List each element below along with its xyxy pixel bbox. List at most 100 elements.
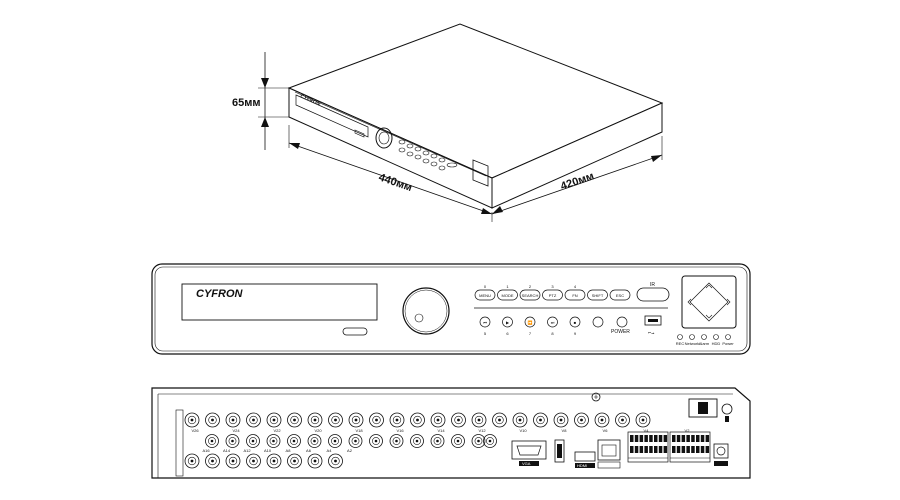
hdmi-port	[574, 451, 596, 462]
round-button	[616, 316, 628, 328]
status-led	[713, 334, 719, 340]
down-arrow-icon	[705, 314, 713, 319]
front-button-number: 1	[506, 284, 509, 289]
power-label: POWER	[611, 329, 630, 335]
bnc-connector	[287, 434, 301, 448]
audio-input-label: A16	[202, 448, 210, 453]
bnc-connector	[389, 434, 404, 448]
status-led	[701, 334, 707, 340]
bnc-connector	[328, 412, 343, 428]
alarm-terminal-blocks	[627, 431, 711, 463]
bnc-connector	[266, 434, 281, 448]
audio-input-label: A6	[306, 448, 312, 453]
playback-button: ⏩7	[524, 316, 536, 336]
video-input-label: V24	[232, 428, 240, 433]
audio-input-label: A10	[264, 448, 272, 453]
front-button-label: MENU	[479, 293, 491, 298]
up-arrow-icon	[705, 284, 713, 289]
status-led-label: Alarm	[699, 341, 710, 346]
bnc-connector	[512, 412, 528, 428]
bnc-connector	[369, 434, 383, 448]
isometric-view: CYFRON	[258, 23, 664, 222]
bnc-connector	[471, 412, 487, 428]
status-led	[677, 334, 683, 340]
bnc-connector	[246, 453, 261, 469]
front-button-label: SHIFT	[592, 293, 604, 298]
status-led-label: REC	[676, 341, 685, 346]
bnc-connector	[594, 412, 610, 428]
video-input-label: V14	[437, 428, 445, 433]
front-button-label: PTZ	[549, 293, 557, 298]
bnc-connector	[205, 453, 220, 469]
bnc-connector	[410, 434, 424, 448]
audio-input-label: A2	[347, 448, 353, 453]
playback-symbol-icon: ▶	[506, 320, 510, 325]
bnc-connector	[307, 412, 323, 428]
playback-button: ⏮5	[479, 316, 491, 336]
bnc-connector	[246, 434, 260, 448]
bnc-connector	[225, 453, 241, 469]
front-button-shift: SHIFT	[587, 289, 608, 301]
playback-symbol-icon: ⏮	[483, 320, 487, 325]
video-input-label: V26	[191, 428, 199, 433]
video-input-label: V4	[644, 428, 650, 433]
bnc-connector	[348, 412, 364, 428]
video-input-label: V2	[685, 428, 691, 433]
bnc-connector	[225, 412, 241, 428]
status-led-label: HDD	[712, 341, 721, 346]
bnc-connector	[553, 412, 569, 428]
playback-number: 7	[529, 331, 532, 336]
power-switch	[688, 398, 718, 418]
bnc-connector	[307, 453, 323, 469]
bnc-audio-row	[205, 434, 497, 448]
audio-input-label: A14	[223, 448, 231, 453]
video-input-label: V20	[314, 428, 322, 433]
front-button-number: 2	[529, 284, 532, 289]
bnc-connector	[184, 412, 200, 428]
playback-symbol-icon: ⏭	[551, 320, 555, 325]
round-button	[592, 316, 604, 328]
bnc-connector	[492, 412, 507, 428]
audio-input-label: A12	[243, 448, 251, 453]
bnc-connector	[328, 453, 343, 469]
left-arrow-icon	[687, 298, 692, 306]
front-usb-port	[644, 315, 662, 326]
bnc-connector	[205, 412, 220, 428]
playback-number: 6	[506, 331, 509, 336]
front-button-fn: FN4	[564, 284, 586, 301]
bnc-connector	[389, 412, 405, 428]
front-button-menu: MENU 0	[474, 284, 496, 301]
front-button-number: 0	[484, 284, 487, 289]
bnc-connector	[533, 412, 548, 428]
front-display-window	[181, 283, 378, 321]
ir-label: IR	[650, 282, 655, 288]
usb-icon: ⭠⭢	[648, 330, 655, 335]
bnc-connector	[451, 434, 465, 448]
ir-window	[636, 287, 670, 302]
bnc-video-row-bottom	[184, 453, 343, 469]
bnc-connector	[307, 434, 322, 448]
bnc-connector	[574, 412, 589, 428]
audio-input-label: A8	[286, 448, 292, 453]
front-button-search: SEARCH 2	[519, 284, 541, 301]
front-button-esc: ESC	[609, 289, 631, 301]
height-dimension-label: 65мм	[232, 97, 261, 109]
front-button-label: SEARCH	[522, 293, 539, 298]
rear-usb-port	[554, 439, 565, 463]
bnc-connector	[287, 412, 302, 428]
bnc-connector	[483, 434, 497, 448]
playback-number: 5	[484, 331, 487, 336]
bnc-connector	[266, 412, 282, 428]
bnc-connector	[328, 434, 342, 448]
lan-port	[597, 439, 621, 461]
status-led	[689, 334, 695, 340]
audio-input-label: A4	[327, 448, 333, 453]
playback-button-row: ⏮5▶6⏩7⏭8■9	[479, 316, 628, 336]
bnc-connector	[225, 434, 240, 448]
front-button-label: FN	[572, 293, 577, 298]
bnc-connector	[287, 453, 302, 469]
